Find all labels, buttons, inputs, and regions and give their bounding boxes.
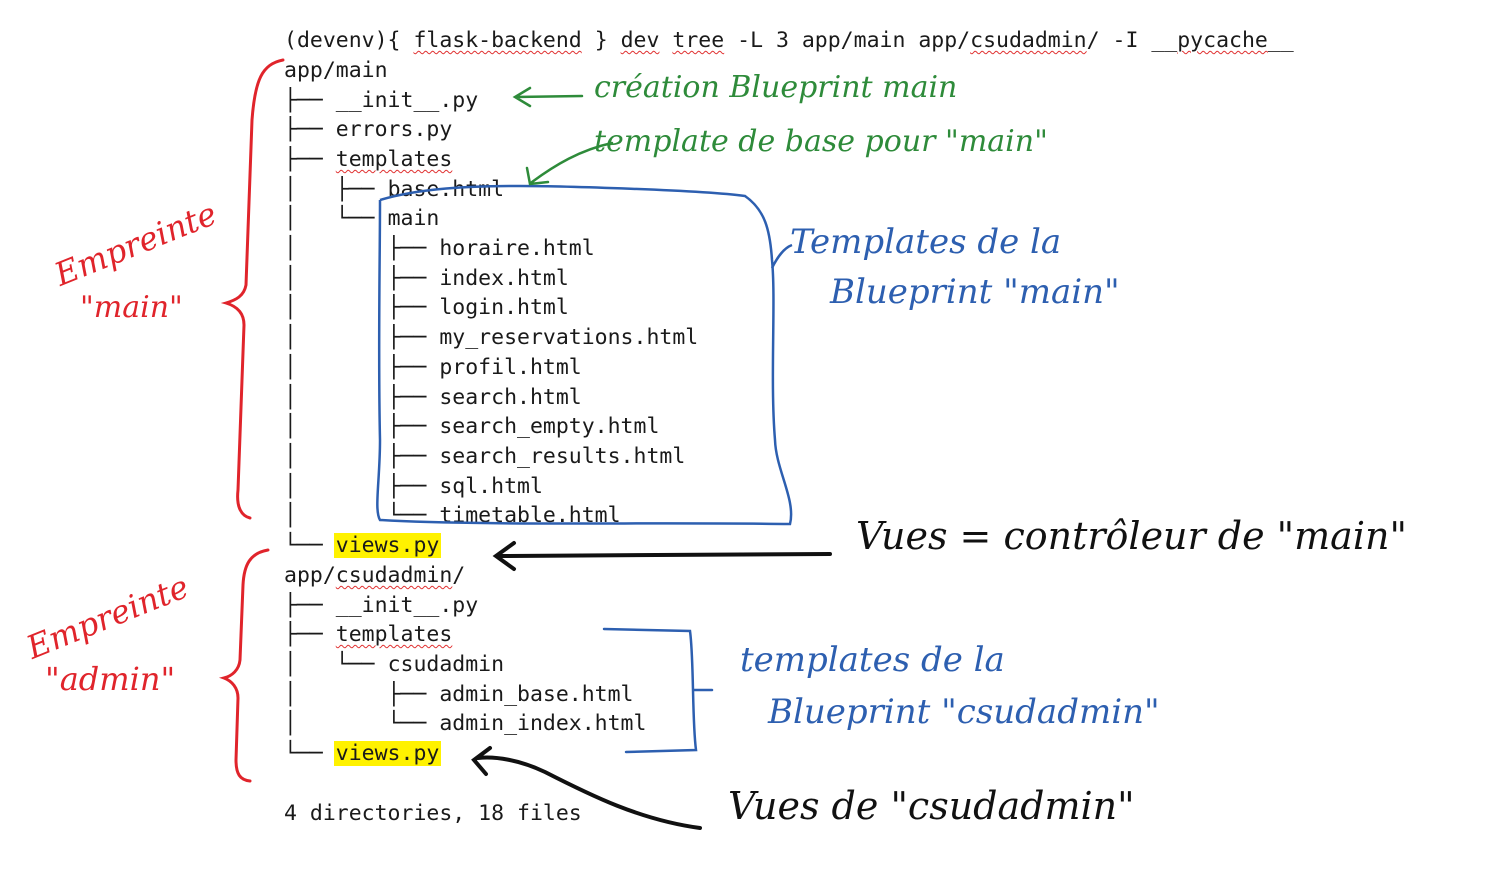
file-name: index.html [439, 266, 569, 291]
tree-branch: │ └── [284, 652, 388, 677]
blue-box-main-templates [376, 184, 793, 526]
tree-branch: ├── [284, 117, 336, 142]
tree-item: │ ├── search_empty.html [284, 412, 659, 442]
command-tail: __ [1267, 28, 1294, 53]
tree-branch: └── [284, 741, 336, 766]
tree-item: │ ├── my_reservations.html [284, 323, 698, 353]
file-name: my_reservations.html [439, 325, 699, 350]
annotation-vues-admin: Vues de "csudadmin" [728, 784, 1135, 828]
blue-connector-main [770, 243, 793, 269]
annotation-empreinte-admin-line2: "admin" [45, 660, 176, 698]
file-name-highlighted: views.py [333, 741, 442, 766]
command-line: (devenv){ flask-backend } dev tree -L 3 … [284, 26, 1294, 56]
tree-branch: ├── [284, 88, 336, 113]
tree-branch: │ └── [284, 503, 440, 528]
path-suffix: / [452, 563, 466, 588]
tree-branch: │ ├── [284, 325, 440, 350]
black-arrow-views-main [492, 541, 832, 571]
tree-root-main: app/main [284, 58, 388, 83]
file-name: horaire.html [439, 236, 595, 261]
prompt-env: (devenv){ [284, 28, 401, 53]
tree-item: ├── errors.py [284, 115, 452, 145]
annotation-vues-main: Vues = contrôleur de "main" [856, 514, 1407, 558]
command-csudadmin: csudadmin [970, 28, 1087, 53]
black-arrow-views-admin [471, 746, 702, 830]
tree-item: ├── templates [284, 620, 452, 650]
tree-branch: │ └── [284, 206, 388, 231]
annotation-template-base: template de base pour "main" [594, 124, 1048, 159]
tree-item: │ ├── index.html [284, 264, 569, 294]
green-arrow-init [512, 86, 584, 108]
annotation-creation: création Blueprint main [594, 70, 958, 105]
file-name: search_empty.html [439, 414, 660, 439]
tree-branch: ├── [284, 622, 336, 647]
red-brace-main [220, 58, 285, 520]
prompt-branch: dev [620, 28, 660, 53]
folder-name: csudadmin [387, 652, 505, 677]
annotation-templates-main-line2: Blueprint "main" [830, 272, 1120, 312]
tree-branch: ├── [284, 593, 336, 618]
prompt-project: flask-backend [413, 28, 582, 53]
command-args: -L 3 app/main app/ [737, 28, 971, 53]
blue-bracket-admin [602, 627, 714, 754]
tree-branch: │ ├── [284, 266, 440, 291]
tree-branch: │ ├── [284, 414, 440, 439]
prompt-close: } [594, 28, 608, 53]
tree-item: │ ├── horaire.html [284, 234, 595, 264]
folder-name: main [387, 206, 440, 231]
file-name: profil.html [439, 355, 582, 380]
file-name: search_results.html [439, 444, 686, 469]
tree-item: │ ├── admin_base.html [284, 680, 634, 710]
file-name: search.html [439, 385, 582, 410]
tree-item: ├── __init__.py [284, 591, 478, 621]
file-name: admin_index.html [439, 711, 647, 736]
folder-name: csudadmin [335, 563, 453, 588]
tree-item: └── views.py [284, 739, 442, 769]
tree-item: │ ├── login.html [284, 293, 569, 323]
annotation-templates-admin-line1: templates de la [740, 640, 1005, 680]
tree-item: └── views.py [284, 531, 442, 561]
annotation-templates-main-line1: Templates de la [790, 222, 1062, 262]
file-name: errors.py [335, 117, 453, 142]
tree-branch: │ ├── [284, 444, 440, 469]
tree-branch: │ ├── [284, 236, 440, 261]
tree-item: │ ├── sql.html [284, 472, 543, 502]
file-name-highlighted: views.py [333, 533, 442, 558]
tree-item: ├── templates [284, 145, 452, 175]
tree-branch: │ ├── [284, 474, 440, 499]
tree-item: ├── __init__.py [284, 86, 478, 116]
folder-name: templates [335, 622, 453, 647]
tree-branch: │ ├── [284, 355, 440, 380]
tree-branch: │ ├── [284, 177, 388, 202]
command-tree: tree [672, 28, 725, 53]
file-name: login.html [439, 295, 569, 320]
path-prefix: app/ [284, 563, 336, 588]
tree-branch: │ └── [284, 711, 440, 736]
tree-summary: 4 directories, 18 files [284, 801, 582, 826]
annotation-empreinte-main-line2: "main" [80, 290, 183, 325]
file-name: __init__.py [335, 88, 479, 113]
tree-branch: ├── [284, 147, 336, 172]
annotation-templates-admin-line2: Blueprint "csudadmin" [768, 692, 1160, 732]
tree-item: │ ├── search.html [284, 383, 582, 413]
red-brace-admin [218, 548, 270, 783]
tree-item: │ └── csudadmin [284, 650, 504, 680]
tree-root-admin: app/csudadmin/ [284, 561, 465, 591]
folder-name: templates [335, 147, 453, 172]
tree-branch: └── [284, 533, 336, 558]
green-arrow-base [525, 141, 614, 186]
tree-item: │ └── main [284, 204, 439, 234]
file-name: admin_base.html [439, 682, 634, 707]
tree-item: │ ├── search_results.html [284, 442, 685, 472]
tree-branch: │ ├── [284, 682, 440, 707]
file-name: __init__.py [335, 593, 479, 618]
file-name: sql.html [439, 474, 543, 499]
tree-branch: │ ├── [284, 295, 440, 320]
command-args: / -I __ [1086, 28, 1178, 53]
tree-item: │ ├── profil.html [284, 353, 582, 383]
command-pycache: pycache [1177, 28, 1268, 53]
tree-branch: │ ├── [284, 385, 440, 410]
tree-item: │ └── admin_index.html [284, 709, 646, 739]
